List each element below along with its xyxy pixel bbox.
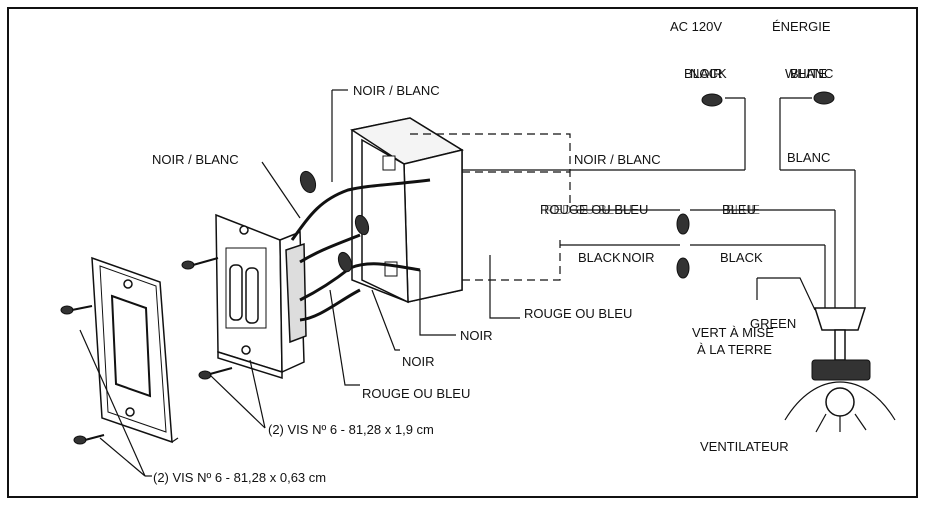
noir-blanc-left-label: NOIR / BLANC [152, 152, 239, 167]
ceiling-fan-icon [784, 307, 896, 433]
black-top-label: BLACK [684, 66, 727, 81]
noir-box-label: NOIR [460, 328, 493, 343]
electrical-box-icon [350, 117, 464, 304]
vert-line1-label: VERT À MISE [692, 325, 774, 340]
wall-plate-icon [91, 256, 179, 444]
white-top-label: WHITE [785, 66, 827, 81]
noir-top-label: NOIR [690, 66, 723, 81]
wire-nut-icon [354, 214, 370, 236]
vis-063-label: (2) VIS Nº 6 - 81,28 x 0,63 cm [153, 470, 326, 485]
blanc-top-label: BLANC [790, 66, 833, 81]
rouge-ou-bleu-right-label: ROUGE OU BLEU [524, 306, 632, 321]
blue-label: BLUE [726, 202, 760, 217]
ac-label: AC 120V [670, 19, 722, 34]
noir-blanc-top-label: NOIR / BLANC [353, 83, 440, 98]
energie-label: ÉNERGIE [772, 19, 831, 34]
bleu-label: BLEU [722, 202, 756, 217]
screw-icon [181, 257, 219, 270]
rouge-ou-bleu-low-label: ROUGE OU BLEU [362, 386, 470, 401]
wire-nut-icon [299, 170, 317, 194]
switch-icon [215, 213, 307, 380]
wire-nut-icon [813, 91, 835, 105]
wire-nut-icon [337, 251, 353, 273]
black-right-label: BLACK [720, 250, 763, 265]
screw-icon [198, 367, 233, 380]
wire-nut-icon [676, 257, 690, 279]
diagram-frame [7, 7, 918, 498]
vert-line2-label: À LA TERRE [697, 342, 772, 357]
noir-blanc-right-label: NOIR / BLANC [574, 152, 661, 167]
wire-nut-icon [701, 93, 723, 107]
noir-mid-label: NOIR [622, 250, 655, 265]
ventilateur-label: VENTILATEUR [700, 439, 789, 454]
wire-nut-icon [676, 213, 690, 235]
red-mid-label: RED OU BLEU [544, 202, 632, 217]
blanc-right-label: BLANC [787, 150, 830, 165]
vis-19-label: (2) VIS Nº 6 - 81,28 x 1,9 cm [268, 422, 434, 437]
green-label: GREEN [750, 316, 796, 331]
black-mid-label: BLACK [578, 250, 621, 265]
screw-icon [73, 434, 105, 445]
noir-low-label: NOIR [402, 354, 435, 369]
screw-icon [60, 305, 93, 315]
rouge-ou-bleu-mid-label: ROUGE OU BLEU [540, 202, 648, 217]
